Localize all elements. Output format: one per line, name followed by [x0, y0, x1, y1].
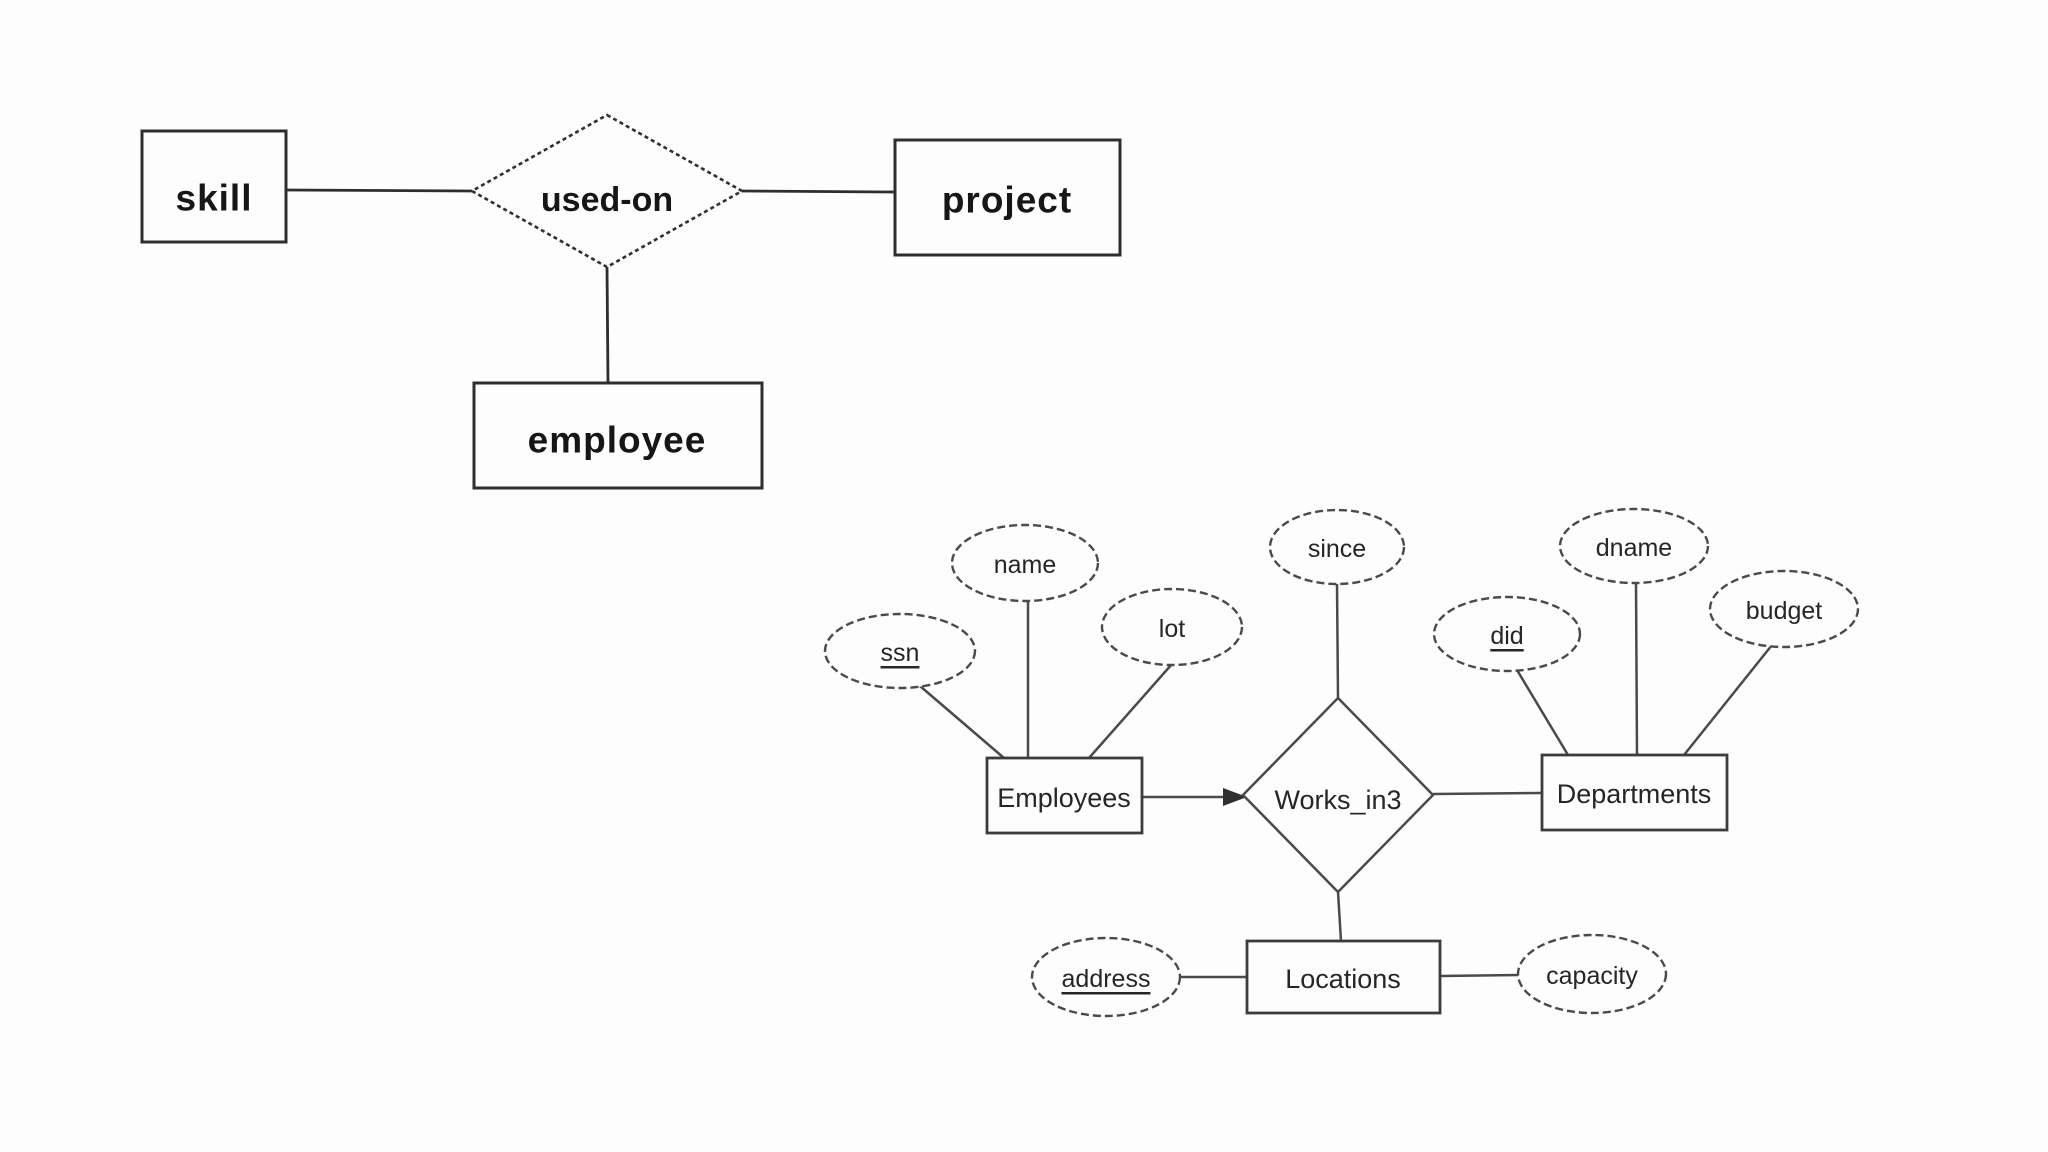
relationship-works-in3-label: Works_in3 [1274, 785, 1401, 815]
diagram-works-in3: ssn name lot since did dname budget addr… [823, 507, 1860, 1018]
attribute-since-ellipse [1268, 508, 1406, 586]
attribute-dname-ellipse [1558, 507, 1710, 585]
entity-locations-label: Locations [1285, 964, 1401, 994]
relationship-used-on-diamond [469, 113, 745, 269]
entity-skill-label: skill [176, 178, 253, 219]
attribute-ssn-label: ssn [881, 639, 920, 667]
line-locations-capacity [1439, 973, 1520, 978]
arrowhead-employees-worksin3 [1223, 788, 1247, 806]
attribute-did-ellipse [1432, 595, 1582, 673]
entity-project-box [893, 138, 1122, 257]
line-budget-departments [1683, 644, 1773, 756]
line-worksin3-locations [1336, 891, 1343, 942]
line-since-worksin3 [1335, 583, 1340, 699]
entity-skill-box [140, 129, 288, 244]
attribute-lot-label: lot [1159, 615, 1185, 643]
line-usedon-employee [605, 266, 610, 384]
entity-departments-box [1540, 753, 1729, 832]
attribute-name-ellipse [950, 523, 1100, 603]
entity-employees-box [985, 756, 1144, 835]
attribute-ssn-ellipse [823, 612, 977, 690]
attribute-capacity-ellipse [1516, 933, 1668, 1015]
line-dname-departments [1634, 582, 1639, 756]
relationship-works-in3-diamond [1241, 696, 1435, 894]
attribute-budget-ellipse [1708, 569, 1860, 649]
entity-employee-box [472, 381, 764, 490]
attribute-did-label: did [1490, 622, 1523, 650]
diagram-used-on: skill used-on project employee [140, 113, 1122, 490]
entity-locations-box [1245, 939, 1442, 1015]
relationship-used-on-label: used-on [541, 181, 673, 219]
line-lot-employees [1088, 663, 1173, 759]
attribute-address-label: address [1062, 965, 1151, 993]
entity-employees-label: Employees [997, 783, 1131, 813]
attribute-lot-ellipse [1100, 587, 1244, 667]
attribute-name-label: name [994, 551, 1057, 579]
attribute-dname-label: dname [1596, 534, 1672, 562]
line-worksin3-departments [1432, 791, 1543, 796]
attribute-since-label: since [1308, 535, 1366, 563]
attribute-address-ellipse [1030, 936, 1182, 1018]
attribute-capacity-label: capacity [1546, 962, 1638, 990]
line-ssn-employees [919, 685, 1005, 759]
line-skill-usedon [285, 188, 473, 193]
entity-project-label: project [942, 180, 1072, 221]
entity-employee-label: employee [528, 420, 707, 461]
entity-departments-label: Departments [1557, 779, 1712, 809]
line-did-departments [1515, 669, 1570, 756]
attribute-budget-label: budget [1746, 597, 1823, 625]
line-usedon-project [741, 189, 896, 194]
